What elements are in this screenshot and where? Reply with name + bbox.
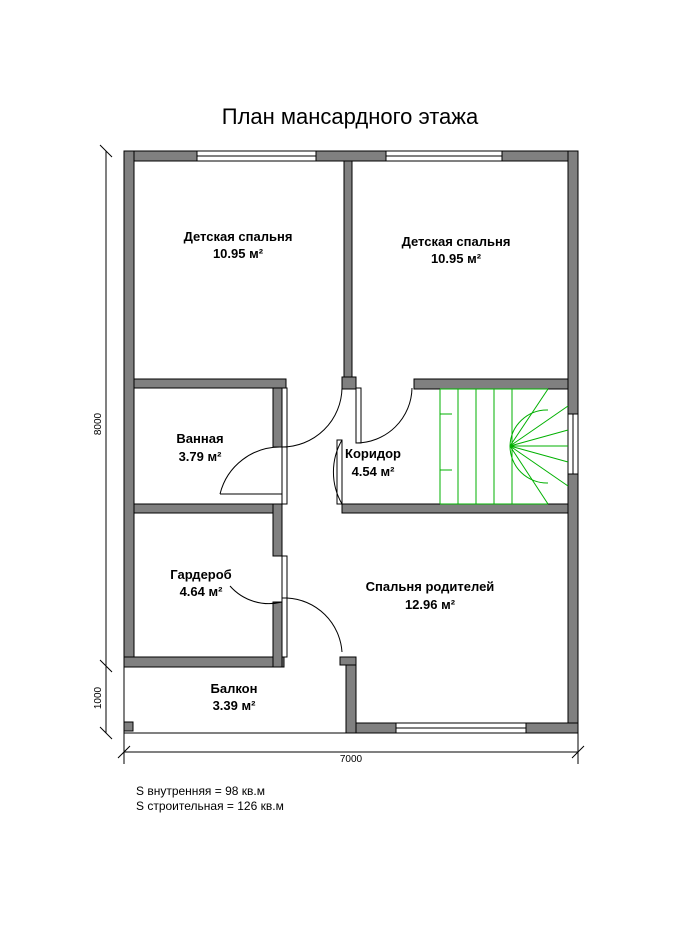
room-label-wardrobe: Гардероб	[170, 567, 231, 582]
dimension-height-balcony: 1000	[93, 686, 104, 709]
area-inner: S внутренняя = 98 кв.м	[136, 784, 265, 798]
windows	[196, 150, 579, 734]
room-area-corridor: 4.54 м²	[352, 464, 396, 479]
room-label-parents: Спальня родителей	[366, 579, 495, 594]
room-area-bathroom: 3.79 м²	[179, 449, 223, 464]
dimension-width: 7000	[340, 754, 363, 765]
plan-title: План мансардного этажа	[221, 104, 479, 129]
area-summary: S внутренняя = 98 кв.м S строительная = …	[136, 784, 284, 814]
room-label-balcony: Балкон	[211, 681, 258, 696]
doors	[219, 387, 413, 658]
stairs	[439, 388, 569, 505]
room-label-child-right: Детская спальня	[402, 234, 511, 249]
room-area-balcony: 3.39 м²	[213, 698, 257, 713]
balcony-outline	[123, 667, 346, 734]
room-area-wardrobe: 4.64 м²	[180, 584, 224, 599]
room-area-child-right: 10.95 м²	[431, 251, 482, 266]
dimension-lines	[99, 144, 585, 764]
room-area-parents: 12.96 м²	[405, 597, 456, 612]
room-label-child-left: Детская спальня	[184, 229, 293, 244]
dimension-height-main: 8000	[93, 412, 104, 435]
area-construction: S строительная = 126 кв.м	[136, 799, 284, 813]
room-label-corridor: Коридор	[345, 446, 401, 461]
room-area-child-left: 10.95 м²	[213, 246, 264, 261]
room-label-bathroom: Ванная	[176, 431, 223, 446]
